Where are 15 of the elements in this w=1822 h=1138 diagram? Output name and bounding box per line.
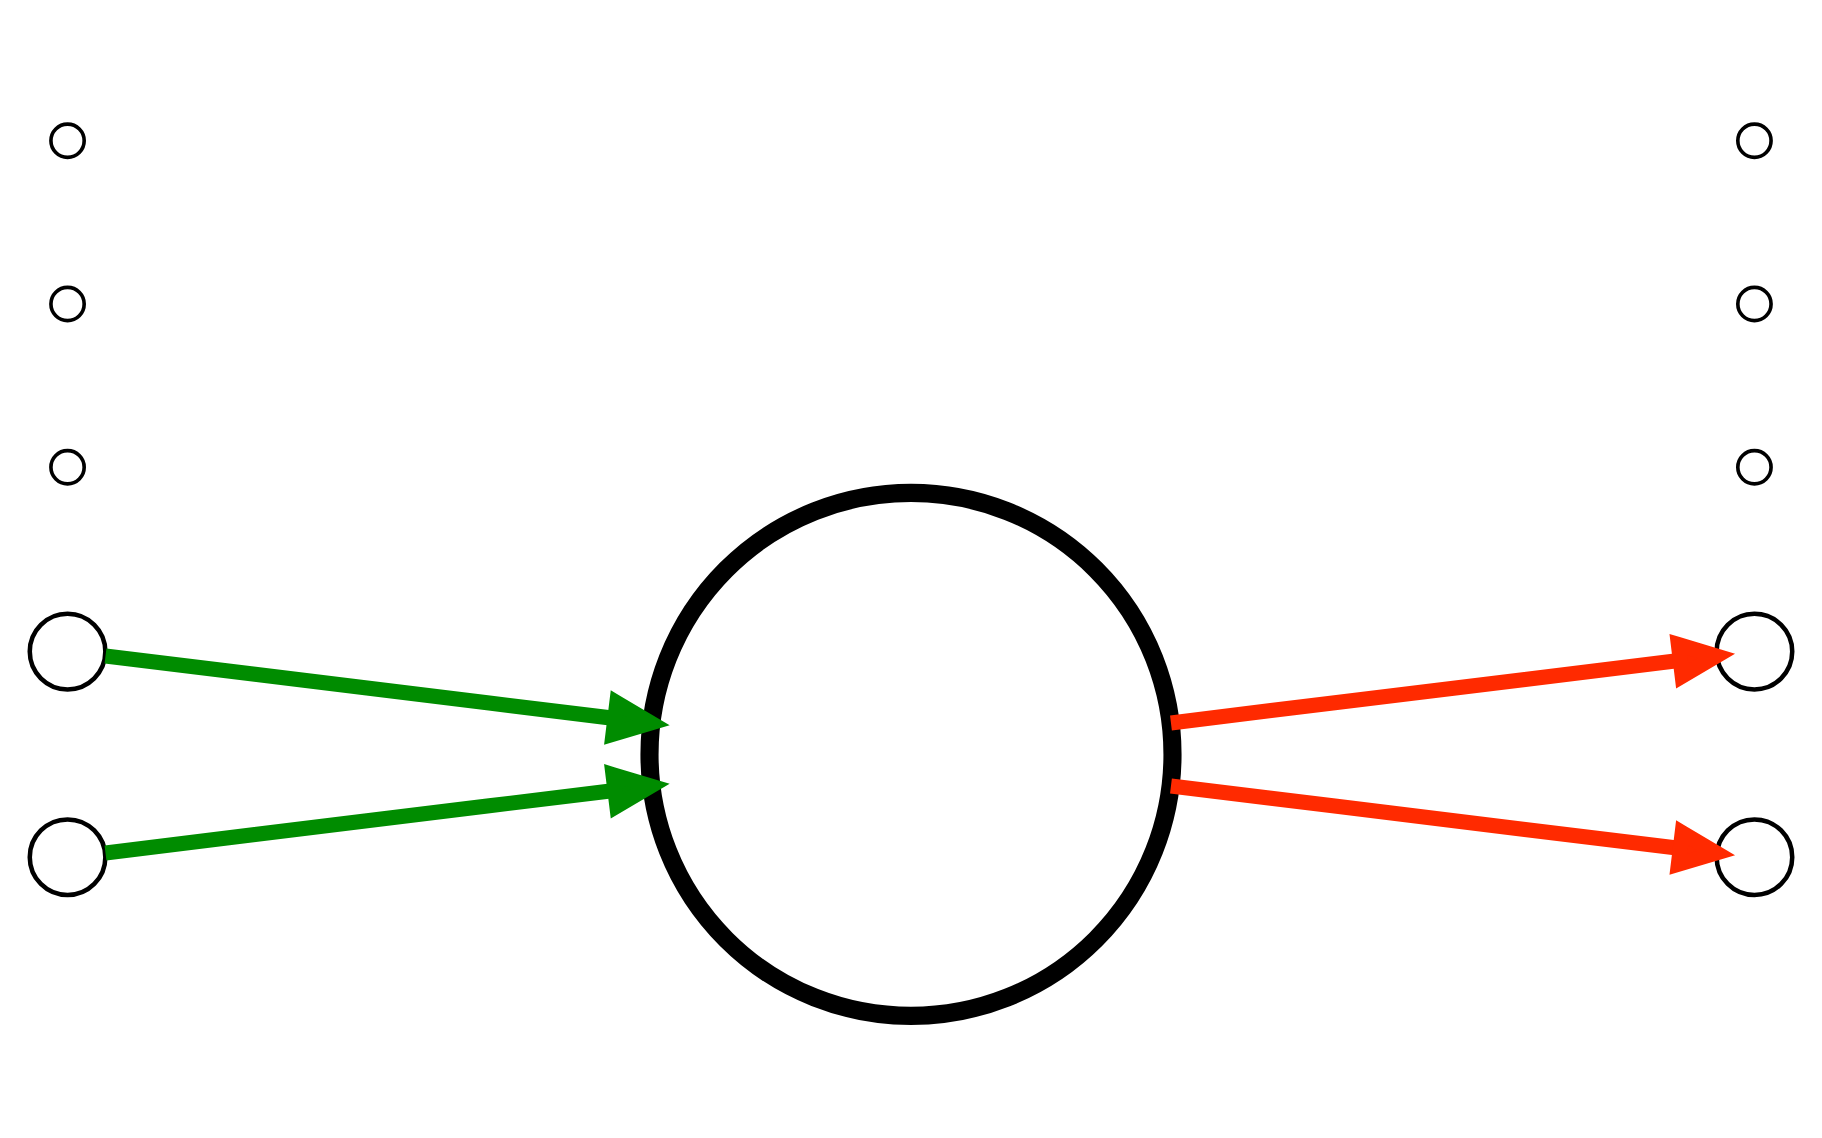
arrow <box>1170 633 1736 730</box>
node-circle <box>49 447 86 485</box>
node-circle <box>27 816 108 897</box>
node-circle <box>1736 447 1773 485</box>
node-circle <box>640 482 1182 1024</box>
node-circle <box>1714 816 1795 897</box>
node-circle <box>27 610 108 691</box>
node-circle <box>1736 121 1773 159</box>
node-circle <box>1714 610 1795 691</box>
arrow <box>104 763 670 860</box>
arrow <box>1170 777 1736 874</box>
node-circle <box>1736 284 1773 322</box>
node-circle <box>49 121 86 159</box>
arrow <box>104 647 670 744</box>
node-circle <box>49 284 86 322</box>
